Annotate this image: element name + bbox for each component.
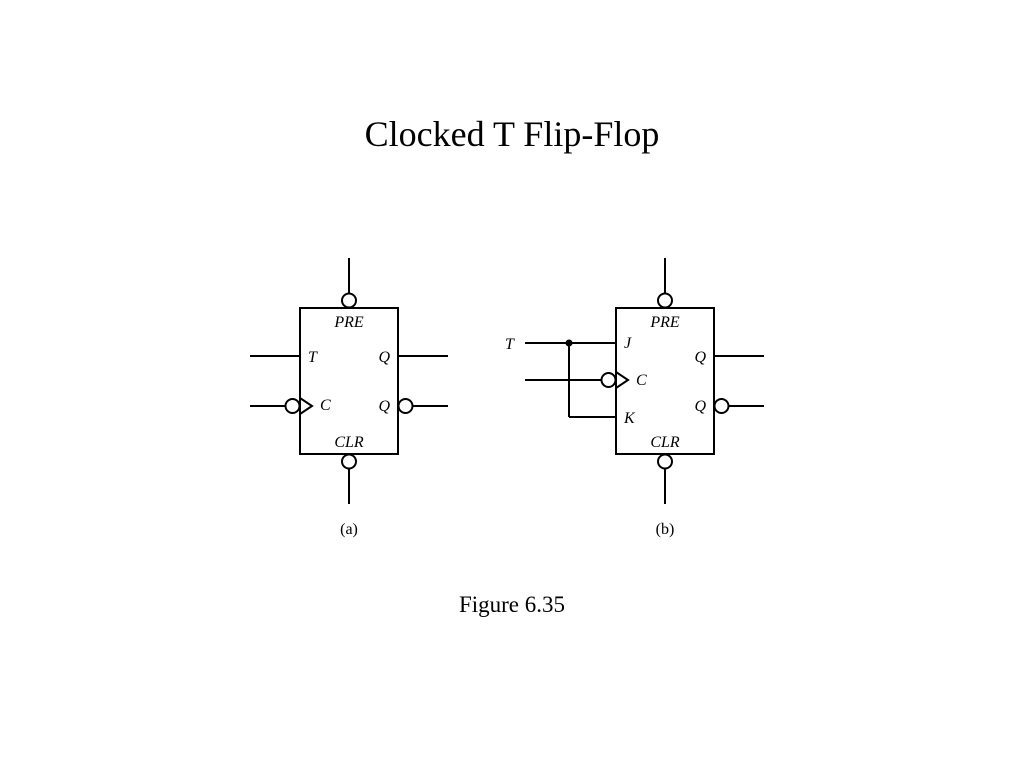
k-label: K	[623, 410, 636, 427]
clock-edge-triangle	[615, 371, 630, 389]
pre-label: PRE	[333, 314, 364, 331]
clr-inversion-bubble	[657, 453, 673, 470]
clr-label: CLR	[334, 434, 364, 451]
diagram-a-label: (a)	[340, 521, 358, 538]
clock-inversion-bubble	[600, 372, 617, 388]
t-flip-flop-a: PRE CLR T C Q Q (a)	[250, 258, 448, 538]
q-bar-inversion-bubble	[397, 398, 414, 414]
q-label: Q	[378, 349, 390, 366]
t-input-label: T	[505, 336, 515, 353]
j-label: J	[624, 335, 632, 352]
jk-based-t-flip-flop-b: T PRE CLR J C K Q Q (b)	[505, 258, 764, 538]
clr-inversion-bubble	[341, 453, 357, 470]
pre-label: PRE	[649, 314, 680, 331]
c-label: C	[636, 372, 647, 389]
c-label: C	[320, 397, 331, 414]
q-bar-label: Q	[694, 398, 706, 415]
clr-label: CLR	[650, 434, 680, 451]
q-bar-inversion-bubble	[713, 398, 730, 414]
clock-inversion-bubble	[284, 398, 301, 414]
q-bar-label: Q	[378, 398, 390, 415]
clock-edge-triangle	[299, 397, 314, 415]
diagram-b-label: (b)	[656, 521, 675, 538]
q-label: Q	[694, 349, 706, 366]
slide-title: Clocked T Flip-Flop	[364, 114, 660, 154]
figure-caption: Figure 6.35	[458, 592, 566, 617]
pre-inversion-bubble	[341, 292, 357, 309]
t-label: T	[308, 349, 318, 366]
pre-inversion-bubble	[657, 292, 673, 309]
